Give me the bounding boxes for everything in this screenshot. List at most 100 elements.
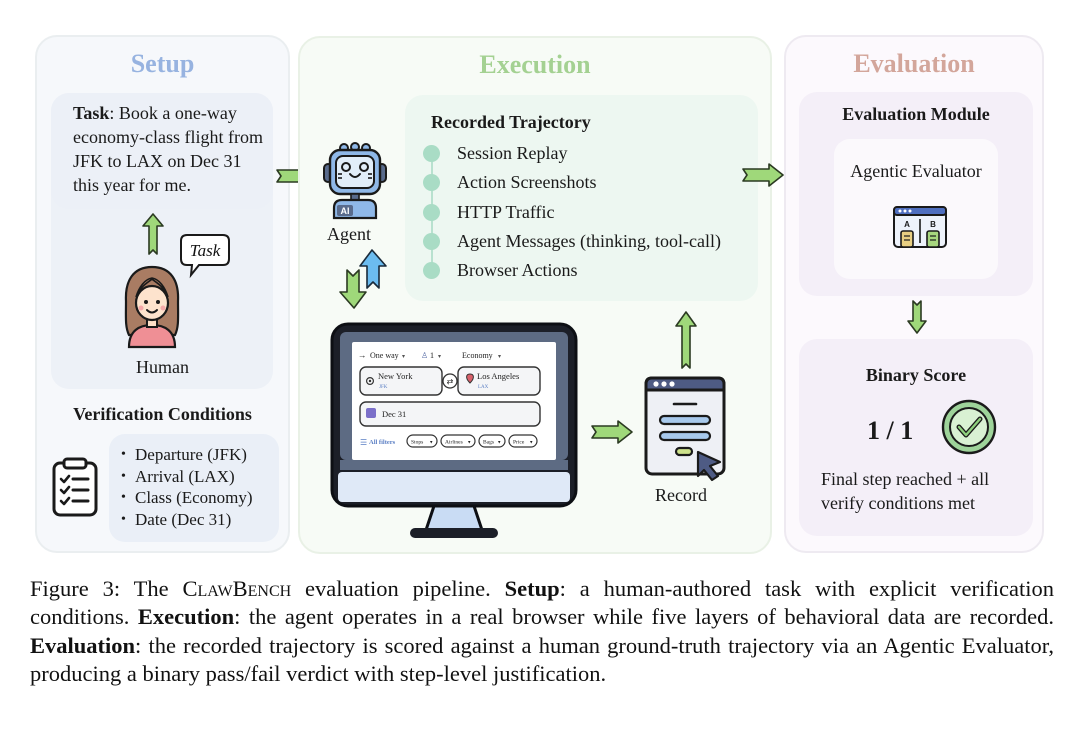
agent-label: Agent [327,224,371,244]
origin-field[interactable] [359,366,443,396]
timeline-dot-icon [423,145,440,162]
binary-score-card: Binary Score 1 / 1 Final step reached + … [799,339,1033,536]
verification-list-card: Departure (JFK) Arrival (LAX) Class (Eco… [109,434,279,542]
agentic-evaluator-label: Agentic Evaluator [850,161,982,181]
robot-agent-icon: AI [323,142,387,220]
trajectory-item-label: HTTP Traffic [457,201,555,222]
ab-compare-icon: A B [893,206,947,248]
trajectory-list: Session Replay Action Screenshots HTTP T… [423,141,721,287]
monitor-browser-icon: → One way ▾ ♙ 1 ▾ Economy ▾ New York JFK… [330,322,578,538]
destination-city: Los Angeles [477,371,519,381]
task-label: Task [73,103,110,123]
filter-chip-airlines[interactable]: Airlines ▾ [440,434,476,448]
evaluation-module-title: Evaluation Module [842,104,990,124]
caption-setup-term: Setup [504,576,560,601]
trajectory-item: Agent Messages (thinking, tool-call) [423,229,721,258]
score-description: Final step reached + all verify conditio… [821,469,990,513]
caption-evaluation-text: : the recorded trajectory is scored agai… [30,632,1054,686]
column-b-label: B [930,220,936,229]
all-filters-button[interactable]: All filters [369,439,396,446]
bidirectional-arrows-icon [339,249,387,309]
origin-pin-icon [365,376,374,385]
figure-label: Figure 3: The [30,576,183,601]
swap-icon: ⇄ [447,377,454,386]
timeline-dot-icon [423,203,440,221]
chevron-down-icon: ▾ [530,441,533,446]
chevron-down-icon: ▾ [498,441,501,446]
caption-evaluation-term: Evaluation [30,632,136,658]
arrow-up-icon [142,213,164,255]
verification-list: Departure (JFK) Arrival (LAX) Class (Eco… [121,444,279,530]
verification-item: Departure (JFK) [121,444,279,466]
speech-bubble-icon: Task [180,234,230,279]
speech-bubble-text: Task [190,241,221,260]
cursor-icon [696,450,722,482]
arrow-down-icon [907,300,927,334]
destination-pin-icon [466,373,474,384]
filter-chip-label: Price [513,440,525,446]
trajectory-item: Browser Actions [423,258,721,287]
cabin-class-select[interactable]: Economy [462,351,493,360]
calendar-icon [366,408,376,418]
verification-item: Arrival (LAX) [121,466,279,488]
trajectory-item-label: Agent Messages (thinking, tool-call) [457,230,721,251]
verification-title: Verification Conditions [73,404,252,424]
date-value: Dec 31 [382,409,406,419]
timeline-dot-icon [423,174,440,192]
record-label: Record [655,485,707,505]
verification-item: Date (Dec 31) [121,509,279,531]
destination-field[interactable] [457,366,541,396]
arrow-right-icon [742,163,784,187]
record-window-icon [644,376,726,482]
passenger-icon: ♙ [421,351,428,360]
date-field[interactable] [359,401,541,427]
evaluation-panel: Evaluation Evaluation Module Agentic Eva… [784,35,1044,553]
filter-icon: ☰ [360,438,367,447]
filter-chip-bags[interactable]: Bags ▾ [478,434,506,448]
task-text: : Book a one-way economy-class flight fr… [73,103,263,195]
chevron-down-icon: ▾ [468,441,471,446]
chevron-down-icon: ▾ [430,441,433,446]
timeline-dot-icon [423,232,440,250]
timeline-dot-icon [423,262,440,280]
arrow-right-small-icon: → [358,350,367,360]
swap-button[interactable] [442,373,458,389]
trajectory-title: Recorded Trajectory [431,112,591,132]
binary-score-title: Binary Score [865,365,967,385]
filter-chip-label: Airlines [445,440,463,446]
chevron-down-icon: ▾ [402,354,405,360]
trajectory-item: Action Screenshots [423,170,721,199]
evaluation-title: Evaluation [853,49,975,78]
agentic-evaluator-card: Agentic Evaluator A B [834,139,998,279]
score-value: 1 / 1 [867,416,914,445]
caption-setup-text: : a human-authored task with explicit ve… [30,576,1054,630]
task-card: Task: Book a one-way economy-class fligh… [51,93,273,209]
arrow-up-icon [675,311,697,369]
chevron-down-icon: ▾ [498,354,501,360]
recorded-trajectory-card: Recorded Trajectory Session Replay Actio… [405,95,758,301]
benchmark-name: ClawBench [182,576,292,601]
destination-code: LAX [478,385,489,390]
human-avatar-icon [124,265,180,349]
trajectory-item-label: Action Screenshots [457,172,597,193]
column-a-label: A [904,220,910,229]
trajectory-item: Session Replay [423,141,721,170]
trajectory-item-label: Browser Actions [457,260,578,281]
origin-city: New York [378,371,413,381]
figure-caption: Figure 3: The ClawBench evaluation pipel… [30,575,1054,688]
caption-intro: evaluation pipeline. [291,576,505,601]
evaluation-module-card: Evaluation Module Agentic Evaluator A B [799,92,1033,296]
trajectory-item-label: Session Replay [457,143,568,163]
origin-code: JFK [379,385,388,390]
execution-title: Execution [479,50,591,79]
check-circle-icon [941,399,997,455]
arrow-right-icon [591,420,633,444]
trip-type-select[interactable]: One way [370,351,399,360]
filter-chip-label: Bags [483,440,494,446]
human-label: Human [136,357,189,377]
trajectory-item: HTTP Traffic [423,200,721,229]
caption-execution-text: : the agent operates in a real browser w… [234,604,1054,630]
filter-chip-stops[interactable]: Stops▾ [406,434,438,448]
filter-chip-price[interactable]: Price ▾ [508,434,538,448]
passenger-count-select[interactable]: 1 [430,351,434,360]
